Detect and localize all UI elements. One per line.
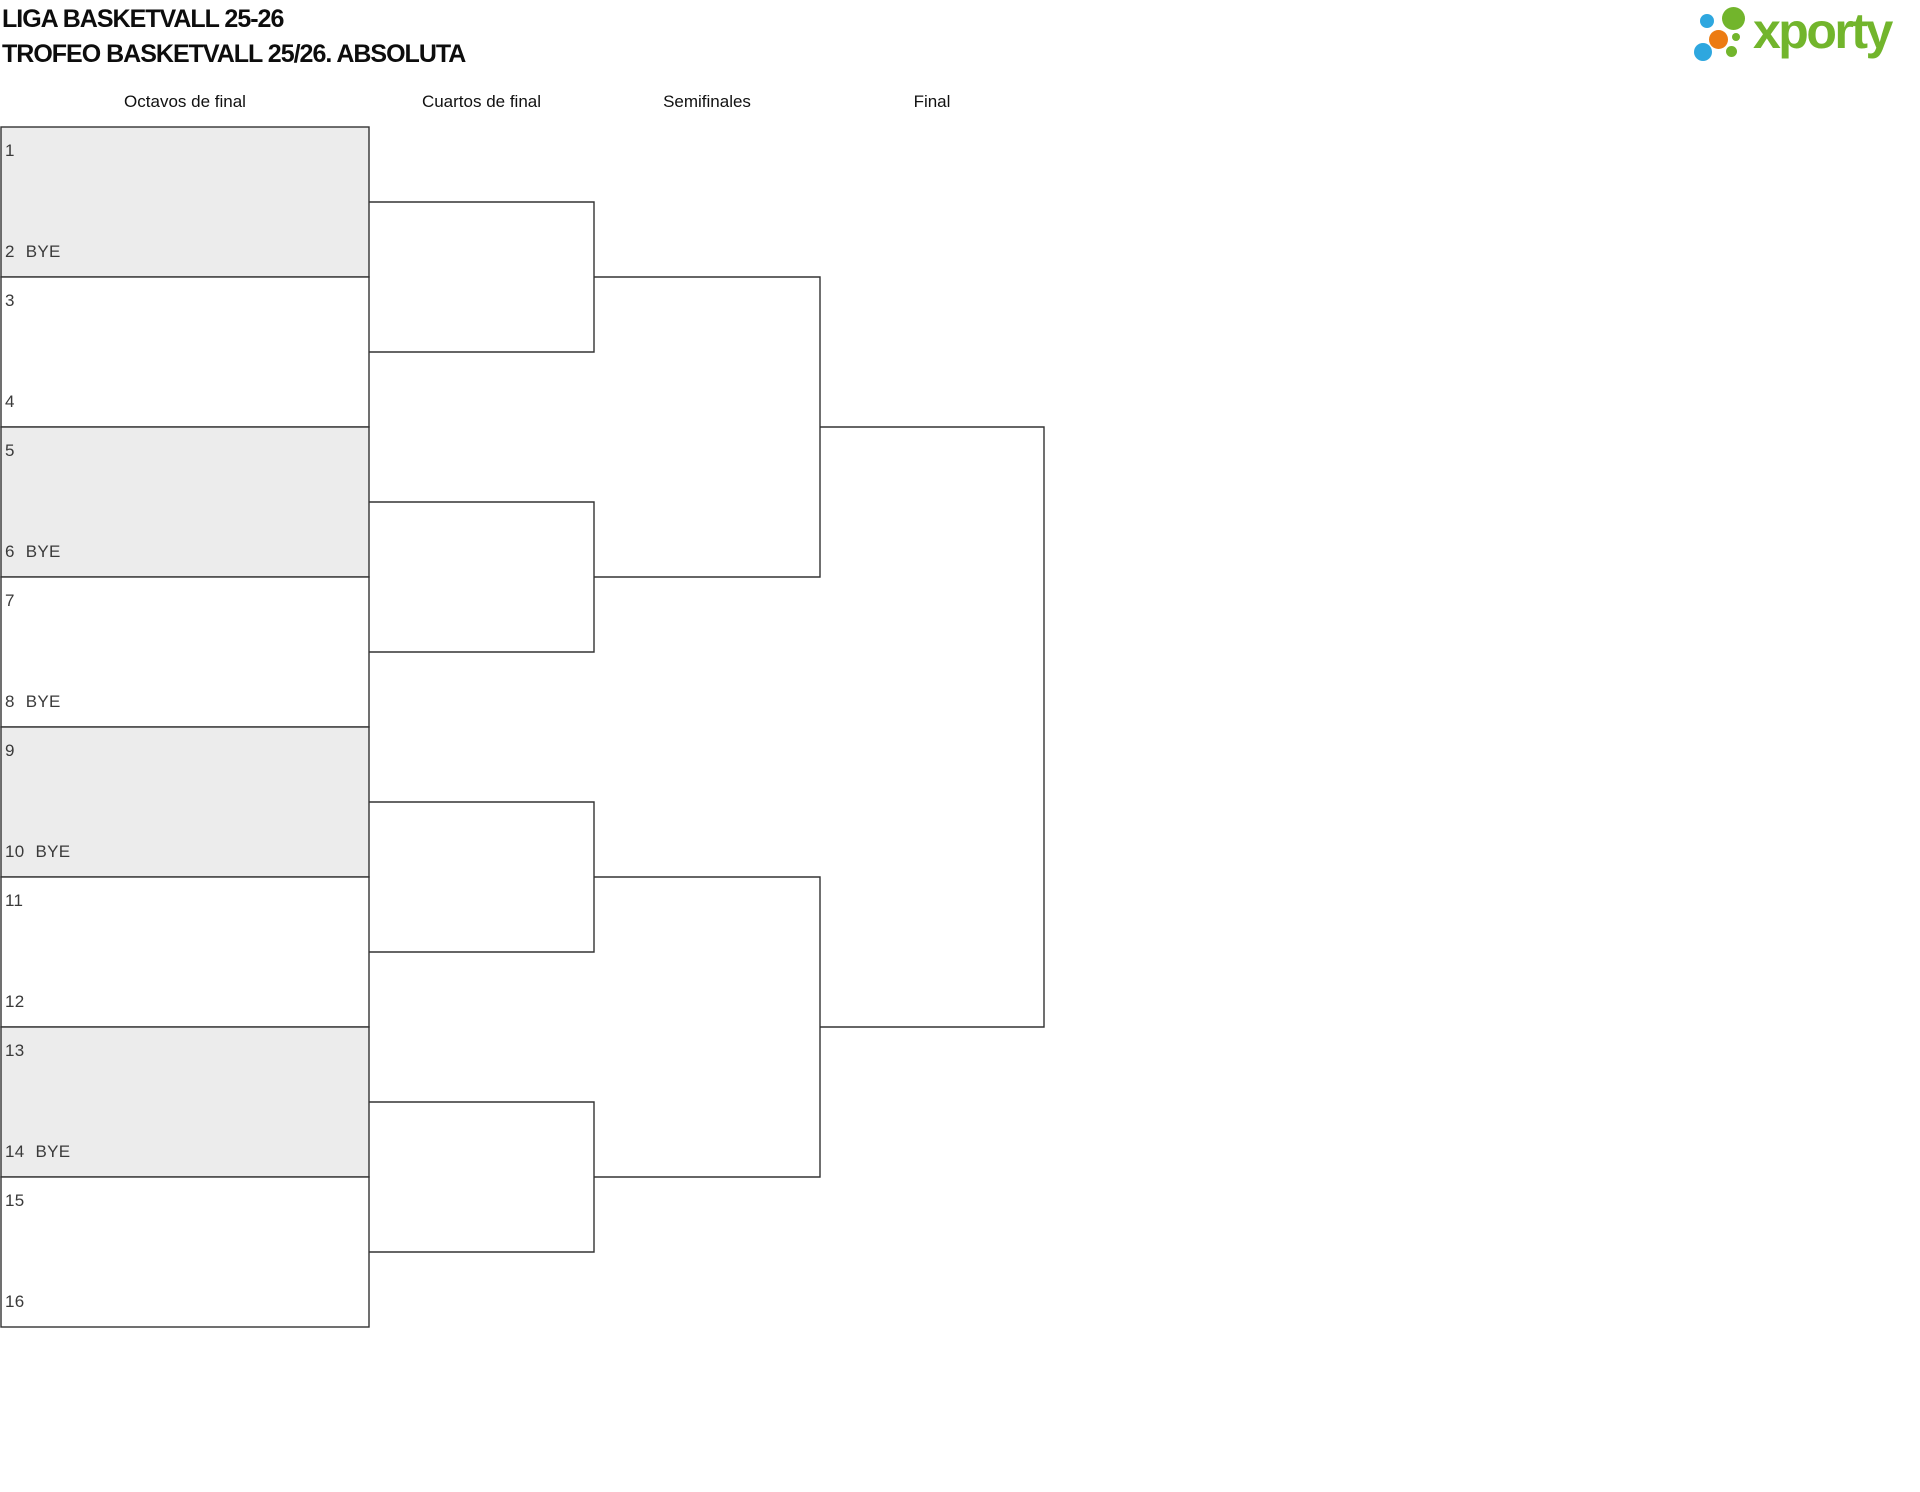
slot-number: 1 bbox=[5, 141, 15, 160]
match-connector-qf3 bbox=[369, 801, 595, 953]
match-connector-final bbox=[820, 426, 1045, 1028]
tournament-title: LIGA BASKETVALL 25-26 bbox=[2, 5, 284, 33]
bracket-slot-7: 7 bbox=[5, 592, 26, 609]
bracket-slot-5: 5 bbox=[5, 442, 26, 459]
slot-team-name: BYE bbox=[25, 692, 61, 711]
slot-number: 2 bbox=[5, 242, 15, 261]
bracket-slot-9: 9 bbox=[5, 742, 26, 759]
match-connector-sf1 bbox=[594, 276, 821, 578]
bracket-slot-8: 8 BYE bbox=[5, 693, 61, 710]
bracket-slot-10: 10 BYE bbox=[5, 843, 70, 860]
match-connector-sf2 bbox=[594, 876, 821, 1178]
slot-number: 8 bbox=[5, 692, 15, 711]
logo-dot-icon bbox=[1726, 46, 1737, 57]
logo-dot-icon bbox=[1709, 30, 1728, 49]
round-header-final: Final bbox=[913, 92, 951, 111]
round-header-octavos: Octavos de final bbox=[124, 92, 246, 111]
bracket-slot-11: 11 bbox=[5, 892, 34, 909]
match-connector-qf1 bbox=[369, 201, 595, 353]
slot-number: 11 bbox=[5, 891, 24, 910]
category-title: TROFEO BASKETVALL 25/26. ABSOLUTA bbox=[2, 40, 466, 68]
match-box-r16-2 bbox=[0, 276, 370, 428]
bracket-slot-14: 14 BYE bbox=[5, 1143, 70, 1160]
bracket-slot-12: 12 bbox=[5, 993, 36, 1010]
match-box-r16-1 bbox=[0, 126, 370, 278]
match-connector-qf4 bbox=[369, 1101, 595, 1253]
logo-dot-icon bbox=[1694, 43, 1712, 61]
slot-number: 4 bbox=[5, 392, 15, 411]
logo-wordmark: xporty bbox=[1753, 3, 1893, 59]
slot-team-name: BYE bbox=[25, 242, 61, 261]
bracket-slot-6: 6 BYE bbox=[5, 543, 61, 560]
logo-dot-icon bbox=[1700, 14, 1714, 28]
slot-team-name: BYE bbox=[35, 1142, 71, 1161]
slot-number: 15 bbox=[5, 1191, 25, 1210]
match-box-r16-8 bbox=[0, 1176, 370, 1328]
slot-number: 6 bbox=[5, 542, 15, 561]
match-box-r16-5 bbox=[0, 726, 370, 878]
round-header-semifinales: Semifinales bbox=[663, 92, 751, 111]
logo-dot-icon bbox=[1732, 33, 1740, 41]
match-connector-qf2 bbox=[369, 501, 595, 653]
bracket-slot-13: 13 bbox=[5, 1042, 36, 1059]
slot-team-name: BYE bbox=[25, 542, 61, 561]
bracket-slot-1: 1 bbox=[5, 142, 26, 159]
bracket-slot-15: 15 bbox=[5, 1192, 36, 1209]
match-box-r16-6 bbox=[0, 876, 370, 1028]
slot-number: 16 bbox=[5, 1292, 25, 1311]
page-titles: LIGA BASKETVALL 25-26 TROFEO BASKETVALL … bbox=[2, 2, 466, 72]
match-box-r16-7 bbox=[0, 1026, 370, 1178]
slot-number: 10 bbox=[5, 842, 25, 861]
slot-number: 3 bbox=[5, 291, 15, 310]
slot-number: 5 bbox=[5, 441, 15, 460]
bracket-slot-4: 4 bbox=[5, 393, 26, 410]
bracket-slot-16: 16 bbox=[5, 1293, 36, 1310]
slot-number: 14 bbox=[5, 1142, 25, 1161]
slot-number: 13 bbox=[5, 1041, 25, 1060]
logo-dot-icon bbox=[1722, 7, 1745, 30]
slot-number: 7 bbox=[5, 591, 15, 610]
slot-number: 12 bbox=[5, 992, 25, 1011]
bracket-slot-2: 2 BYE bbox=[5, 243, 61, 260]
slot-team-name: BYE bbox=[35, 842, 71, 861]
slot-number: 9 bbox=[5, 741, 15, 760]
match-box-r16-4 bbox=[0, 576, 370, 728]
round-header-cuartos: Cuartos de final bbox=[421, 92, 542, 111]
bracket-slot-3: 3 bbox=[5, 292, 26, 309]
match-box-r16-3 bbox=[0, 426, 370, 578]
